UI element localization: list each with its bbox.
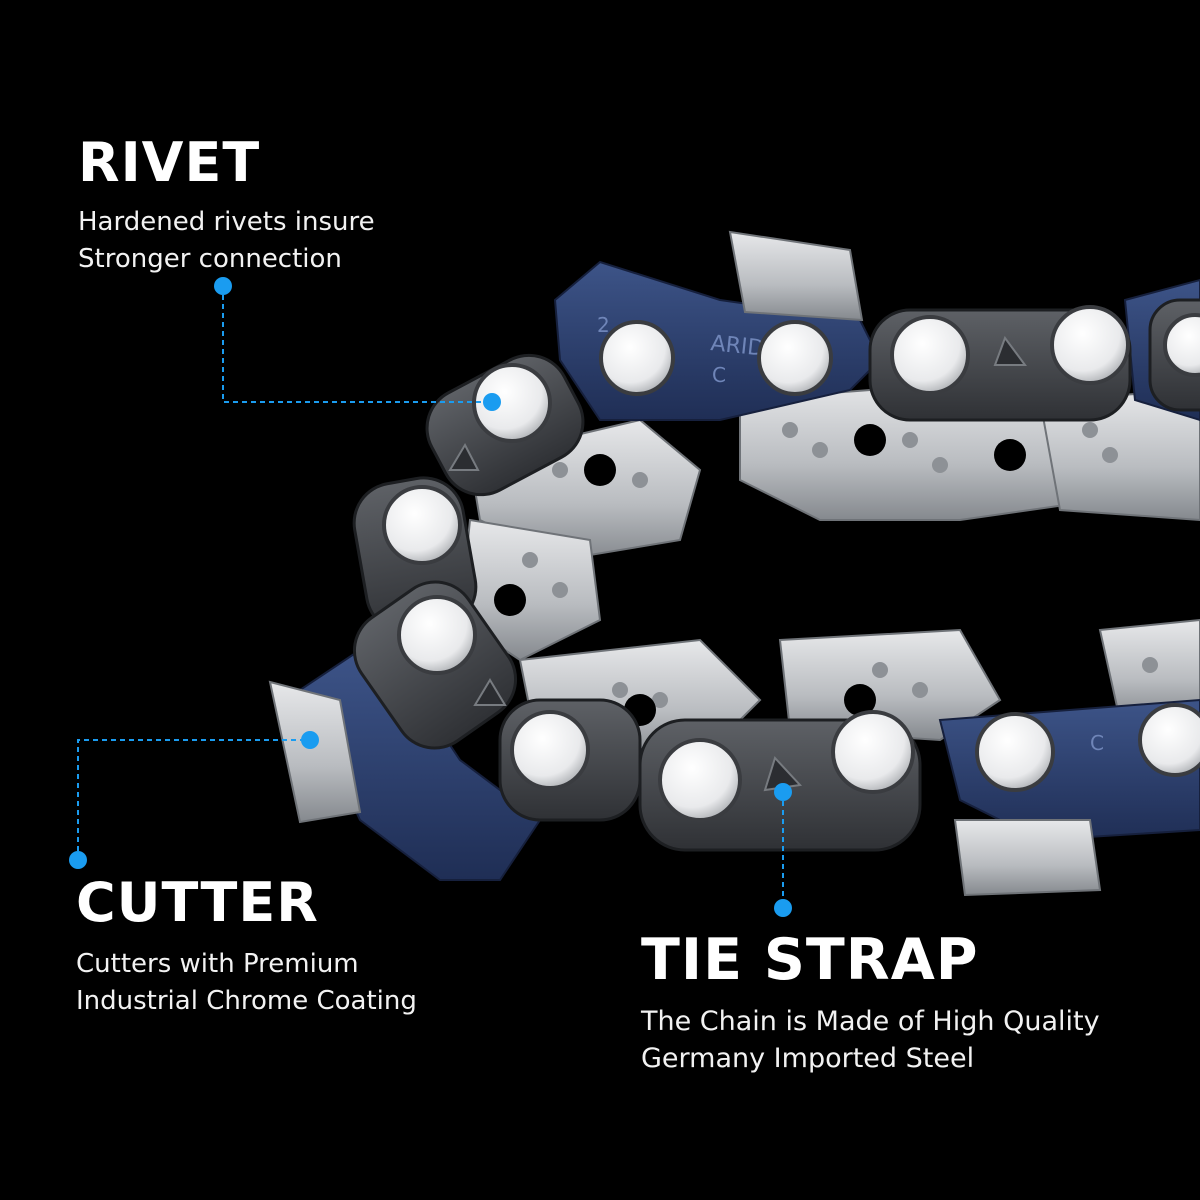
tie-marker-dot [774, 899, 792, 917]
tie-strap-marks [448, 335, 1027, 792]
rivets [382, 305, 1200, 822]
cutter-description-line-2: Industrial Chrome Coating [76, 986, 417, 1016]
rivet-description-line-2: Stronger connection [78, 244, 342, 274]
cutter-leader-line [77, 739, 310, 860]
tie-strap-title: TIE STRAP [641, 927, 979, 993]
grade-marking: C [712, 363, 726, 387]
leader-lines [77, 286, 784, 908]
cutter-target-dot [301, 731, 319, 749]
rivet-target-dot [483, 393, 501, 411]
drive-link-holes [494, 424, 1026, 726]
drive-link-dots [522, 422, 1158, 708]
rivet-description-line-1: Hardened rivets insure [78, 207, 375, 237]
markers [69, 277, 792, 917]
gauge-marking: 2 [597, 313, 610, 337]
tie-target-dot [774, 783, 792, 801]
rivet-marker-dot [214, 277, 232, 295]
cutter-marker-dot [69, 851, 87, 869]
rivet-title: RIVET [78, 131, 261, 194]
cutter-callout: CUTTER Cutters with Premium Industrial C… [76, 876, 417, 1020]
grade-marking-lower: C [1090, 731, 1104, 755]
rivet-leader-line [222, 286, 492, 403]
cutter-description-line-1: Cutters with Premium [76, 949, 359, 979]
tie-strap-description-line-2: Germany Imported Steel [641, 1043, 975, 1074]
tie-strap-callout: TIE STRAP The Chain is Made of High Qual… [641, 932, 1100, 1077]
cutter-title: CUTTER [76, 871, 319, 934]
rivet-callout: RIVET Hardened rivets insure Stronger co… [78, 136, 375, 278]
tie-strap-description-line-1: The Chain is Made of High Quality [641, 1006, 1100, 1037]
